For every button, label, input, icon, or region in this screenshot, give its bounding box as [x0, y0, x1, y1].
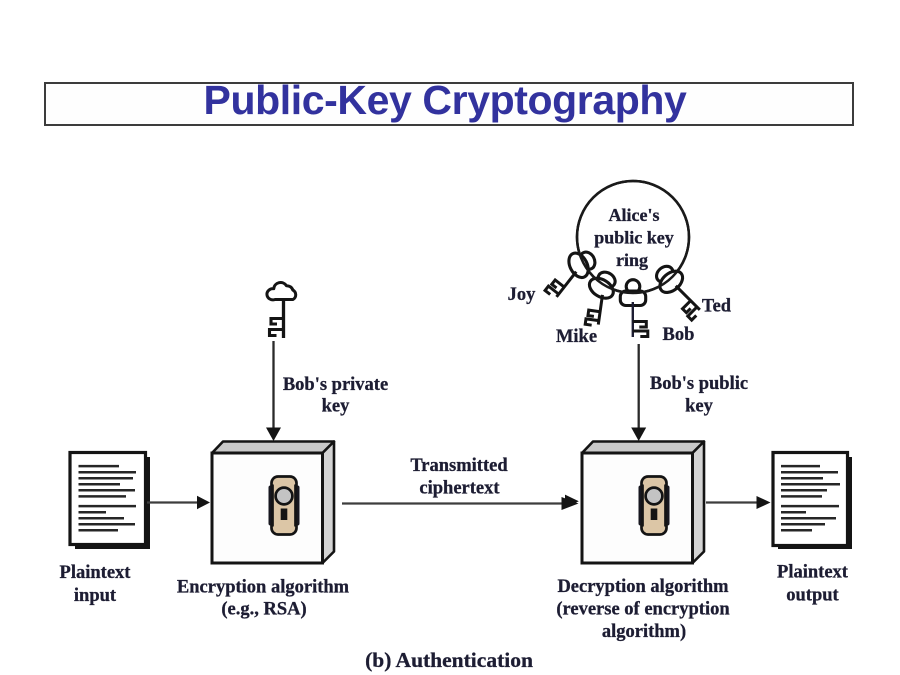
svg-text:Bob's private: Bob's private: [283, 375, 388, 395]
svg-text:Ted: Ted: [702, 297, 732, 317]
svg-text:Encryption algorithm: Encryption algorithm: [177, 578, 350, 598]
svg-text:Joy: Joy: [508, 285, 537, 305]
svg-text:Mike: Mike: [556, 327, 597, 347]
svg-text:Transmitted: Transmitted: [410, 456, 508, 476]
svg-text:Plaintext: Plaintext: [777, 563, 849, 583]
svg-text:(reverse of encryption: (reverse of encryption: [556, 600, 730, 620]
svg-text:Bob: Bob: [663, 325, 695, 345]
svg-text:key: key: [685, 397, 714, 417]
svg-text:Decryption algorithm: Decryption algorithm: [557, 577, 729, 597]
svg-text:Alice's: Alice's: [609, 205, 660, 225]
svg-text:algorithm): algorithm): [602, 622, 686, 642]
svg-text:key: key: [322, 397, 351, 417]
svg-text:output: output: [786, 586, 839, 606]
svg-text:Bob's public: Bob's public: [650, 374, 748, 394]
svg-text:public key: public key: [594, 228, 674, 248]
svg-text:input: input: [74, 586, 117, 606]
svg-text:(e.g., RSA): (e.g., RSA): [221, 600, 306, 620]
svg-text:Plaintext: Plaintext: [60, 563, 132, 583]
svg-text:(b) Authentication: (b) Authentication: [365, 648, 533, 672]
svg-text:ciphertext: ciphertext: [419, 479, 500, 499]
svg-text:ring: ring: [616, 250, 648, 270]
